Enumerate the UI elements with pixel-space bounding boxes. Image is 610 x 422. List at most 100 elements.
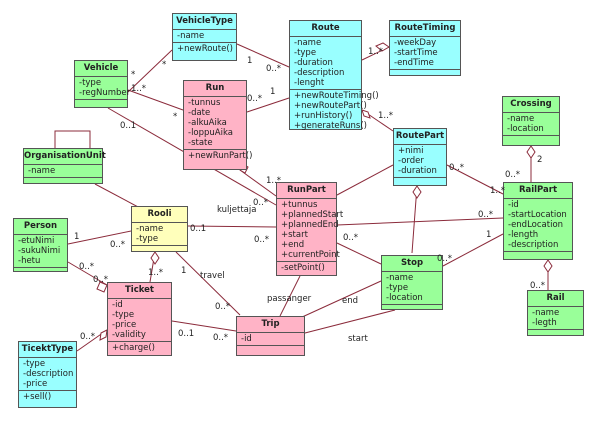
attribute: -name — [28, 166, 56, 176]
class-runpart[interactable]: RunPart +tunnus +plannedStart +plannedEn… — [276, 182, 343, 276]
multiplicity-label: * — [131, 70, 136, 80]
attribute: -lenght — [294, 78, 325, 88]
edge-runpart-railpart — [336, 217, 504, 226]
operations: -setPoint() — [277, 262, 336, 274]
multiplicity-label: 0..* — [80, 332, 96, 342]
attribute: -type — [112, 310, 135, 320]
multiplicity-label: 1..* — [266, 176, 282, 186]
attributes: -name -type -duration -description -leng… — [290, 37, 361, 90]
multiplicity-label: 1..* — [490, 186, 506, 196]
role-label-travel: travel — [200, 271, 225, 281]
multiplicity-label: 0..* — [266, 64, 282, 74]
edge-orgunit-rooli — [94, 183, 141, 209]
multiplicity-label: 0..1 — [120, 121, 137, 131]
multiplicity-label: 0..1 — [190, 224, 207, 234]
attribute: +nimi — [398, 146, 424, 156]
class-vehicle[interactable]: Vehicle -type -regNumber — [74, 60, 130, 108]
multiplicity-label: 0..* — [478, 210, 494, 220]
attribute: +tunnus — [281, 200, 318, 210]
attribute: +currentPoint — [281, 250, 340, 260]
diamond-routetiming — [375, 42, 390, 52]
diamond-rooli-ticket — [150, 251, 160, 265]
attribute: -tunnus — [188, 98, 221, 108]
attribute: -type — [23, 359, 46, 369]
class-crossing[interactable]: Crossing -name -location — [502, 96, 560, 146]
edge-ticket-trip — [171, 320, 237, 332]
operation: +newRunPart() — [188, 151, 253, 161]
operations: +newRoute() — [173, 43, 236, 55]
operations — [14, 268, 67, 276]
class-title: RailPart — [504, 183, 572, 199]
attribute: -sukuNimi — [18, 246, 61, 256]
attribute: -loppuAika — [188, 128, 233, 138]
attribute: +end — [281, 240, 305, 250]
attributes: -name — [24, 165, 102, 178]
attribute: -description — [508, 240, 559, 250]
edge-vehicletype-route — [236, 43, 290, 68]
multiplicity-label: 1..* — [378, 111, 394, 121]
edge-rooli-trip — [175, 251, 241, 316]
edge-vehicle-vehicletype — [127, 49, 173, 93]
attribute: -name — [177, 31, 205, 41]
multiplicity-label: 0..* — [93, 275, 109, 285]
operations — [24, 178, 102, 186]
edge-rooli-runpart — [187, 225, 277, 228]
attribute: -location — [507, 124, 544, 134]
attributes: -name -legth — [528, 307, 583, 330]
attribute: -duration — [294, 58, 333, 68]
multiplicity-label: 0..* — [254, 235, 270, 245]
operations — [394, 178, 446, 186]
operations — [390, 70, 460, 78]
class-run[interactable]: Run -tunnus -date -alkuAika -loppuAika -… — [183, 80, 253, 170]
attribute: -type — [136, 234, 159, 244]
class-rail[interactable]: Rail -name -legth — [527, 290, 584, 336]
multiplicity-label: 0..* — [449, 163, 465, 173]
operation: +newRouteTiming() — [294, 91, 379, 101]
edge-orgunit-self — [54, 130, 91, 148]
role-label-end: end — [342, 296, 359, 306]
attribute: -duration — [398, 166, 437, 176]
attribute: -id — [508, 200, 519, 210]
operation: +generateRuns() — [294, 121, 367, 131]
attribute: -type — [386, 283, 409, 293]
operations — [382, 305, 442, 313]
class-vehicletype[interactable]: VehicleType -name +newRoute() — [172, 13, 237, 61]
edge-trip-stop-start — [304, 309, 396, 334]
multiplicity-label: 0..* — [437, 254, 453, 264]
class-rooli[interactable]: Rooli -name -type — [131, 206, 188, 252]
edge-runpart-stop — [336, 242, 382, 265]
attribute: -order — [398, 156, 424, 166]
class-tickettype[interactable]: TicektType -type -description -price +se… — [18, 341, 77, 408]
multiplicity-label: 0..* — [110, 240, 126, 250]
multiplicity-label: 0..* — [247, 94, 263, 104]
multiplicity-label: 1 — [247, 56, 253, 66]
class-routepart[interactable]: RoutePart +nimi -order -duration — [393, 128, 447, 186]
class-railpart[interactable]: RailPart -id -startLocation -endLocation… — [503, 182, 573, 260]
class-person[interactable]: Person -etuNimi -sukuNimi -hetu — [13, 218, 68, 272]
multiplicity-label: 1 — [270, 87, 276, 97]
attribute: -endLocation — [508, 220, 564, 230]
multiplicity-label: 0..* — [215, 302, 231, 312]
class-title: TicektType — [19, 342, 76, 358]
role-label-kuljettaja: kuljettaja — [217, 205, 257, 215]
attribute: -hetu — [18, 256, 41, 266]
operations — [528, 330, 583, 338]
attribute: -id — [112, 300, 123, 310]
attribute: -alkuAika — [188, 118, 227, 128]
class-route[interactable]: Route -name -type -duration -description… — [289, 20, 379, 131]
attribute: -name — [386, 273, 414, 283]
diamond-route-routepart — [361, 109, 371, 119]
class-stop[interactable]: Stop -name -type -location — [381, 255, 443, 310]
class-organisationunit[interactable]: OrganisationUnit -name — [23, 148, 106, 186]
class-ticket[interactable]: Ticket -id -type -price -validity +charg… — [107, 282, 172, 356]
class-trip[interactable]: Trip -id — [236, 316, 305, 356]
attributes: -name -location — [503, 113, 559, 136]
multiplicity-label: 1..* — [148, 268, 164, 278]
class-title: RunPart — [277, 183, 336, 199]
attribute: -description — [23, 369, 74, 379]
operation: +runHistory() — [294, 111, 353, 121]
class-routetiming[interactable]: RouteTiming -weekDay -startTime -endTime — [389, 20, 461, 76]
attributes: -weekDay -startTime -endTime — [390, 37, 460, 70]
attribute: -validity — [112, 330, 146, 340]
